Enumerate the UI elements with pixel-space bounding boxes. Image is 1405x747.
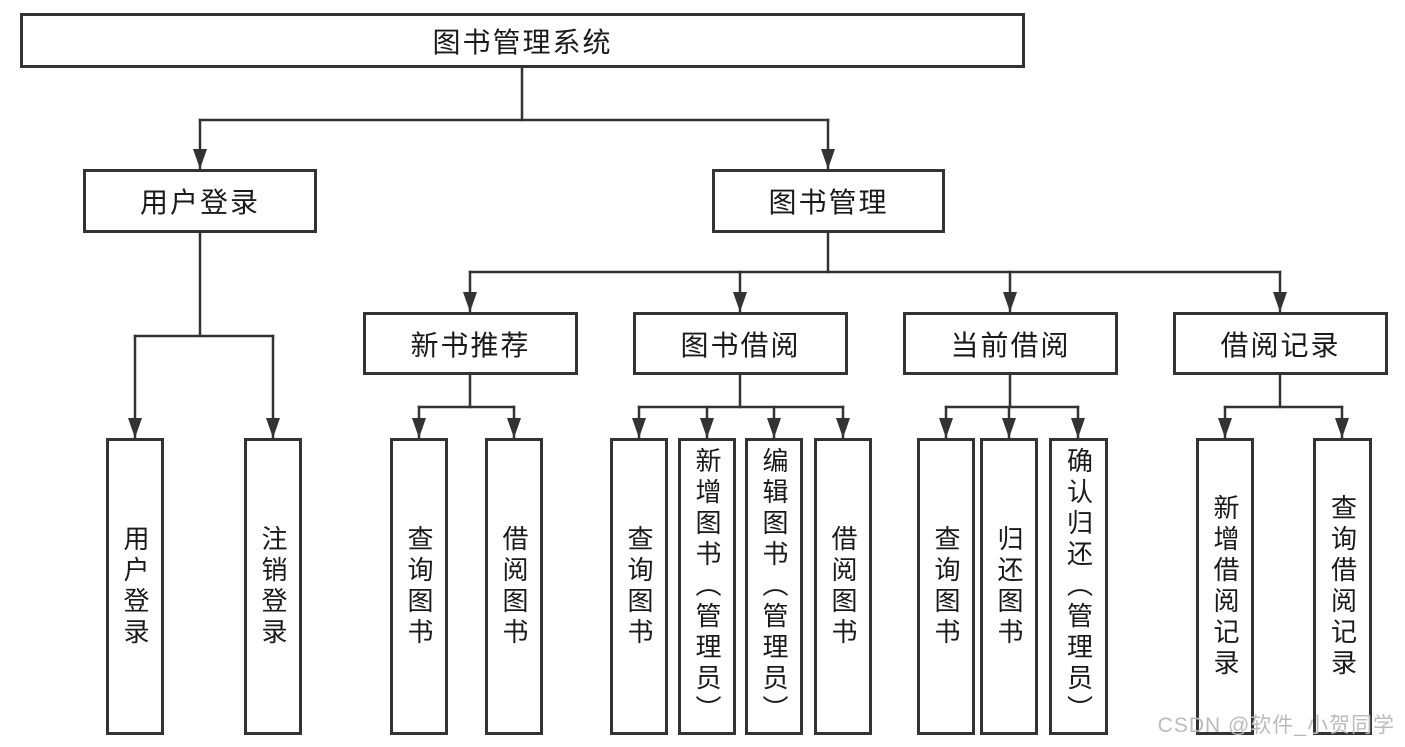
leaf-record-add-borrow-record-label: 新增借阅记录	[1210, 493, 1240, 680]
leaf-borrow-add-book-admin: 新增图书（管理员）	[678, 438, 736, 735]
leaf-current-confirm-return-admin: 确认归还（管理员）	[1049, 438, 1108, 735]
node-current-borrow: 当前借阅	[903, 312, 1118, 375]
csdn-watermark: CSDN @软件_小贺同学	[1157, 714, 1395, 737]
leaf-recommend-borrow-book: 借阅图书	[485, 438, 543, 735]
leaf-user-login: 用户登录	[106, 438, 164, 735]
leaf-current-confirm-return-admin-label: 确认归还（管理员）	[1063, 447, 1094, 726]
leaf-record-add-borrow-record: 新增借阅记录	[1196, 438, 1254, 735]
leaf-borrow-query-book-label: 查询图书	[624, 524, 654, 649]
node-user-login: 用户登录	[83, 169, 317, 233]
node-borrow-record: 借阅记录	[1173, 312, 1388, 375]
connector-lines	[128, 66, 1349, 440]
leaf-record-query-borrow-record-label: 查询借阅记录	[1327, 493, 1358, 680]
leaf-borrow-borrow-book: 借阅图书	[814, 438, 872, 735]
leaf-borrow-borrow-book-label: 借阅图书	[828, 524, 858, 649]
leaf-logout-label: 注销登录	[258, 524, 288, 649]
node-book-borrow: 图书借阅	[633, 312, 848, 375]
leaf-record-query-borrow-record: 查询借阅记录	[1313, 438, 1372, 735]
leaf-user-login-label: 用户登录	[120, 524, 150, 649]
node-new-book-recommend: 新书推荐	[363, 312, 578, 375]
leaf-recommend-query-book-label: 查询图书	[404, 524, 434, 649]
leaf-recommend-borrow-book-label: 借阅图书	[499, 524, 529, 649]
leaf-recommend-query-book: 查询图书	[390, 438, 448, 735]
leaf-borrow-query-book: 查询图书	[610, 438, 668, 735]
leaf-current-query-book: 查询图书	[917, 438, 975, 735]
leaf-borrow-add-book-admin-label: 新增图书（管理员）	[692, 447, 722, 726]
node-root-system: 图书管理系统	[20, 13, 1025, 68]
leaf-current-return-book: 归还图书	[980, 438, 1038, 735]
node-book-management: 图书管理	[712, 169, 945, 233]
leaf-logout: 注销登录	[244, 438, 302, 735]
leaf-current-return-book-label: 归还图书	[994, 524, 1024, 649]
leaf-current-query-book-label: 查询图书	[931, 524, 961, 649]
leaf-borrow-edit-book-admin-label: 编辑图书（管理员）	[759, 447, 789, 726]
leaf-borrow-edit-book-admin: 编辑图书（管理员）	[745, 438, 803, 735]
